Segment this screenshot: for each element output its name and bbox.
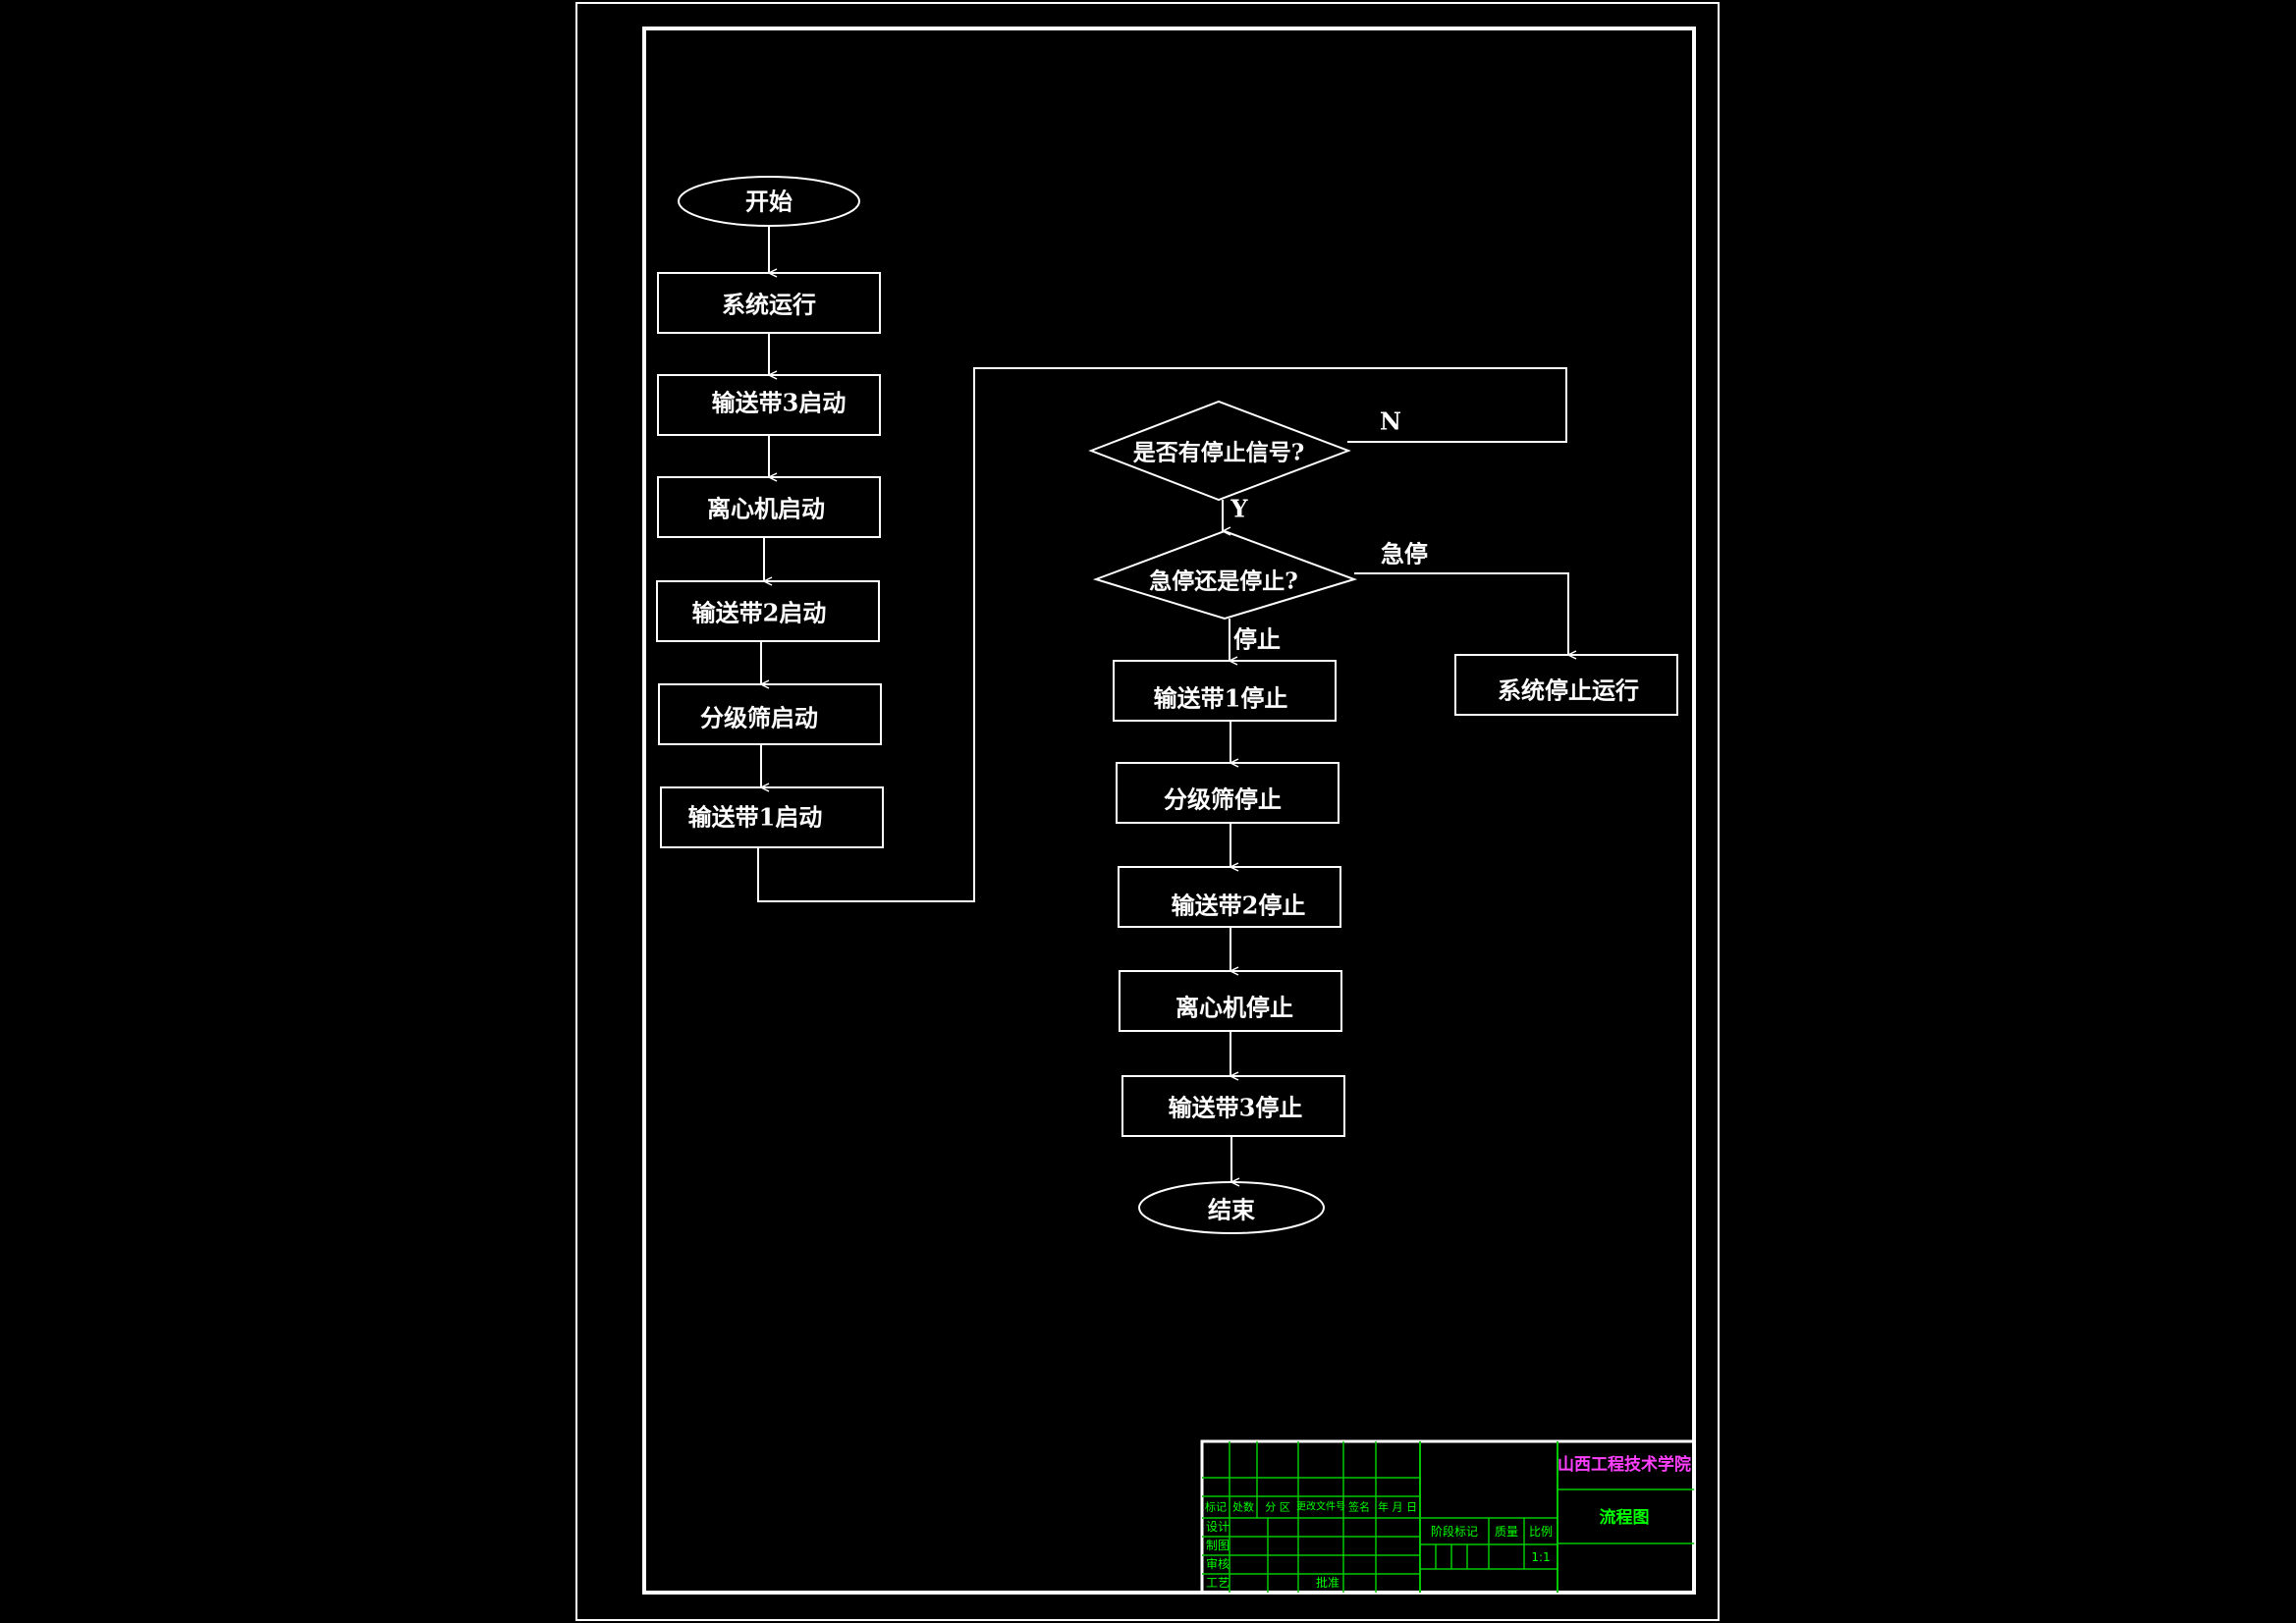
end-terminal — [1138, 1181, 1325, 1234]
inner-frame — [642, 27, 1696, 1595]
screen-start-box — [658, 683, 882, 745]
system-halt-box — [1454, 654, 1678, 716]
loop-connector — [757, 367, 1567, 902]
weight-label: 质量 — [1495, 1525, 1518, 1539]
centrifuge-start-label: 离心机启动 — [707, 495, 825, 523]
centrifuge-stop-label: 离心机停止 — [1175, 994, 1293, 1022]
belt1-start-box — [660, 786, 884, 848]
emergency-decision — [1092, 529, 1358, 621]
stop-label: 停止 — [1233, 625, 1281, 654]
system-run-label: 系统运行 — [722, 291, 816, 319]
belt3-stop-label: 输送带3停止 — [1169, 1094, 1303, 1122]
centrifuge-start-box — [657, 476, 881, 538]
belt1-stop-label: 输送带1停止 — [1154, 684, 1288, 713]
belt1-start-label: 输送带1启动 — [688, 803, 823, 832]
end-label: 结束 — [1208, 1196, 1256, 1224]
drawing-title: 流程图 — [1600, 1507, 1650, 1528]
scale-value: 1:1 — [1531, 1550, 1550, 1564]
header-col: 处数 — [1232, 1501, 1254, 1514]
emergency-decision-label: 急停还是停止? — [1149, 568, 1297, 595]
belt2-stop-label: 输送带2停止 — [1172, 892, 1306, 920]
no-label: N — [1380, 407, 1401, 436]
school-name: 山西工程技术学院 — [1558, 1454, 1691, 1475]
header-col: 分 区 — [1265, 1501, 1290, 1514]
scale-label: 比例 — [1529, 1525, 1553, 1539]
role-design: 设计 — [1206, 1520, 1230, 1534]
belt3-stop-box — [1121, 1075, 1345, 1137]
screen-start-label: 分级筛启动 — [700, 704, 818, 732]
title-block: 山西工程技术学院 流程图 标记 处数 分 区 更改文件号 签名 年 月 日 设计… — [1200, 1439, 1696, 1595]
role-review: 审核 — [1206, 1556, 1230, 1571]
belt2-start-box — [656, 580, 880, 642]
screen-stop-label: 分级筛停止 — [1164, 785, 1282, 814]
start-label: 开始 — [745, 188, 793, 216]
system-halt-label: 系统停止运行 — [1498, 676, 1639, 705]
stage-mark-label: 阶段标记 — [1431, 1524, 1478, 1539]
header-col: 年 月 日 — [1378, 1500, 1417, 1514]
belt2-start-label: 输送带2启动 — [692, 599, 827, 627]
outer-frame — [575, 2, 1720, 1621]
role-approve: 批准 — [1316, 1575, 1339, 1590]
header-col: 标记 — [1205, 1500, 1227, 1514]
header-col: 更改文件号 — [1296, 1500, 1345, 1513]
emergency-connector — [1354, 572, 1568, 655]
role-draw: 制图 — [1206, 1539, 1230, 1552]
stop-signal-decision-label: 是否有停止信号? — [1133, 440, 1304, 466]
header-col: 签名 — [1348, 1500, 1370, 1514]
belt1-stop-box — [1113, 660, 1337, 722]
stop-signal-decision — [1088, 400, 1351, 502]
screen-stop-box — [1116, 762, 1339, 824]
yes-label: Y — [1230, 495, 1248, 523]
emergency-label: 急停 — [1381, 540, 1428, 568]
belt3-start-label: 输送带3启动 — [712, 389, 847, 417]
role-process: 工艺 — [1206, 1576, 1230, 1590]
title-block-frame — [1200, 1439, 1696, 1595]
